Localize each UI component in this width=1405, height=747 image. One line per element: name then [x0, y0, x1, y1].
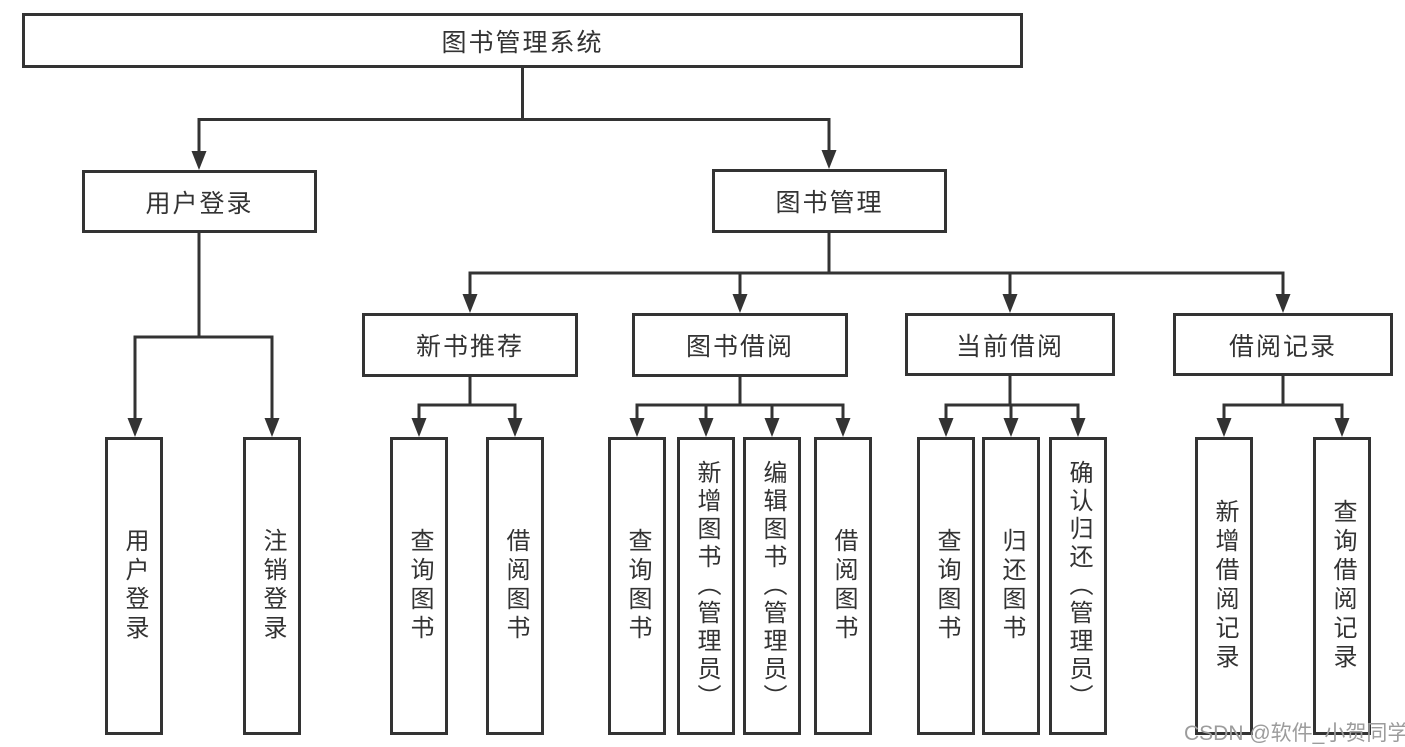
leaf-user-login: 用户登录 — [105, 437, 163, 735]
node-new-book-recommendation: 新书推荐 — [362, 313, 578, 377]
leaf-confirm-return-admin: 确认归还（管理员） — [1049, 437, 1107, 735]
node-label: 当前借阅 — [955, 332, 1064, 361]
node-user-login: 用户登录 — [82, 170, 317, 233]
leaf-query-books-borrow: 查询图书 — [608, 437, 666, 735]
leaf-label: 归还图书 — [998, 528, 1025, 644]
leaf-logout: 注销登录 — [243, 437, 301, 735]
leaf-label: 查询借阅记录 — [1329, 499, 1356, 673]
node-book-management: 图书管理 — [712, 169, 947, 233]
leaf-label: 用户登录 — [121, 528, 148, 644]
leaf-label: 注销登录 — [259, 528, 286, 644]
leaf-borrow-books: 借阅图书 — [814, 437, 872, 735]
node-label: 借阅记录 — [1228, 332, 1337, 361]
node-current-borrowing: 当前借阅 — [905, 313, 1115, 376]
leaf-label: 查询图书 — [624, 528, 651, 644]
csdn-watermark: CSDN @软件_小贺同学 — [1184, 722, 1405, 745]
leaf-label: 查询图书 — [933, 528, 960, 644]
leaf-add-books-admin: 新增图书（管理员） — [677, 437, 735, 735]
node-library-management-system: 图书管理系统 — [22, 13, 1023, 68]
leaf-label: 新增图书（管理员） — [693, 460, 720, 712]
leaf-query-borrow-record: 查询借阅记录 — [1313, 437, 1371, 735]
node-label: 图书管理系统 — [441, 28, 604, 57]
leaf-label: 借阅图书 — [502, 528, 529, 644]
node-book-borrowing: 图书借阅 — [632, 313, 848, 377]
leaf-label: 借阅图书 — [830, 528, 857, 644]
leaf-label: 编辑图书（管理员） — [759, 460, 786, 712]
leaf-label: 新增借阅记录 — [1211, 499, 1238, 673]
leaf-label: 查询图书 — [406, 528, 433, 644]
leaf-label: 确认归还（管理员） — [1065, 460, 1092, 712]
leaf-borrow-books-recommend: 借阅图书 — [486, 437, 544, 735]
leaf-add-borrow-record: 新增借阅记录 — [1195, 437, 1253, 735]
node-label: 用户登录 — [145, 189, 254, 218]
leaf-query-books-current: 查询图书 — [917, 437, 975, 735]
leaf-query-books-recommend: 查询图书 — [390, 437, 448, 735]
node-label: 图书借阅 — [685, 333, 794, 361]
leaf-edit-books-admin: 编辑图书（管理员） — [743, 437, 801, 735]
leaf-return-books: 归还图书 — [982, 437, 1040, 735]
node-label: 图书管理 — [775, 189, 884, 217]
node-label: 新书推荐 — [415, 333, 524, 361]
node-borrowing-records: 借阅记录 — [1173, 313, 1393, 376]
